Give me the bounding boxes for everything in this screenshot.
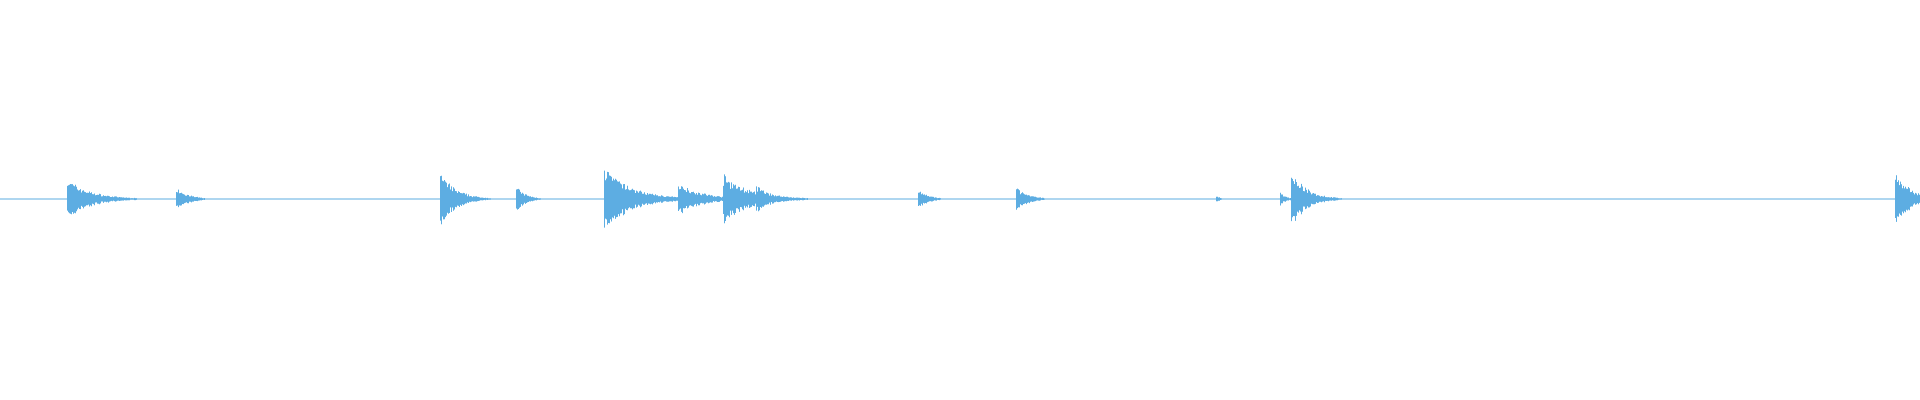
waveform-transients — [67, 170, 1920, 228]
waveform-marks — [67, 170, 1920, 228]
